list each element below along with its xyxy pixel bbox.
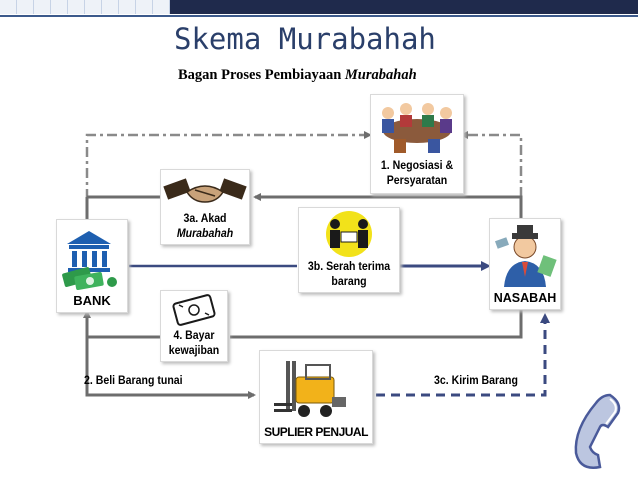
suplier-label: SUPLIER PENJUAL bbox=[264, 425, 368, 439]
top-bar-line bbox=[0, 15, 638, 17]
slide-title: Skema Murabahah bbox=[174, 22, 436, 56]
negosiasi-label-line2: Persyaratan bbox=[386, 173, 448, 187]
diagram-subtitle: Bagan Proses Pembiayaan Murabahah bbox=[178, 67, 417, 84]
bayar-arrow bbox=[230, 310, 523, 339]
nasabah-person-icon bbox=[494, 225, 557, 287]
bayar-to-bank bbox=[83, 310, 160, 339]
nasabah-label: NASABAH bbox=[493, 291, 557, 305]
bank-node: BANK bbox=[56, 219, 128, 313]
negosiasi-connector-right bbox=[460, 131, 523, 218]
akad-arrow bbox=[253, 193, 523, 218]
negosiasi-connector-left bbox=[85, 131, 372, 220]
kirim-arrow bbox=[376, 313, 550, 397]
phone-icon bbox=[574, 393, 621, 469]
negosiasi-label-line1: 1. Negosiasi & bbox=[380, 158, 454, 172]
bank-icon bbox=[62, 231, 117, 291]
bayar-label-line1: 4. Bayar bbox=[173, 328, 215, 342]
top-bar-cells bbox=[0, 0, 170, 14]
people-exchange-icon bbox=[326, 211, 372, 257]
akad-label-line2: Murabahah bbox=[176, 226, 234, 240]
bayar-node: 4. Bayar kewajiban bbox=[160, 290, 228, 362]
top-decoration-bar bbox=[0, 0, 638, 18]
money-icon bbox=[62, 267, 117, 291]
subtitle-prefix: Bagan Proses Pembiayaan bbox=[178, 67, 345, 83]
serah-label-line2: barang bbox=[331, 274, 367, 288]
meeting-icon bbox=[382, 103, 452, 153]
beli-arrow bbox=[85, 318, 256, 399]
top-bar-navy bbox=[170, 0, 638, 14]
suplier-node: SUPLIER PENJUAL bbox=[259, 350, 373, 444]
kirim-label: 3c. Kirim Barang bbox=[434, 373, 518, 387]
akad-label-line1: 3a. Akad bbox=[183, 211, 227, 225]
handshake-icon bbox=[163, 178, 247, 203]
serah-node: 3b. Serah terima barang bbox=[298, 207, 400, 293]
subtitle-italic: Murabahah bbox=[344, 67, 417, 83]
nasabah-node: NASABAH bbox=[489, 218, 561, 310]
bank-label: BANK bbox=[73, 293, 111, 308]
forklift-icon bbox=[274, 361, 346, 417]
money-bill-icon bbox=[172, 294, 216, 326]
bayar-label-line2: kewajiban bbox=[168, 343, 220, 357]
akad-node: 3a. Akad Murabahah bbox=[160, 169, 250, 245]
serah-label-line1: 3b. Serah terima bbox=[307, 259, 391, 273]
beli-label: 2. Beli Barang tunai bbox=[84, 373, 183, 387]
negosiasi-node: 1. Negosiasi & Persyaratan bbox=[370, 94, 464, 194]
